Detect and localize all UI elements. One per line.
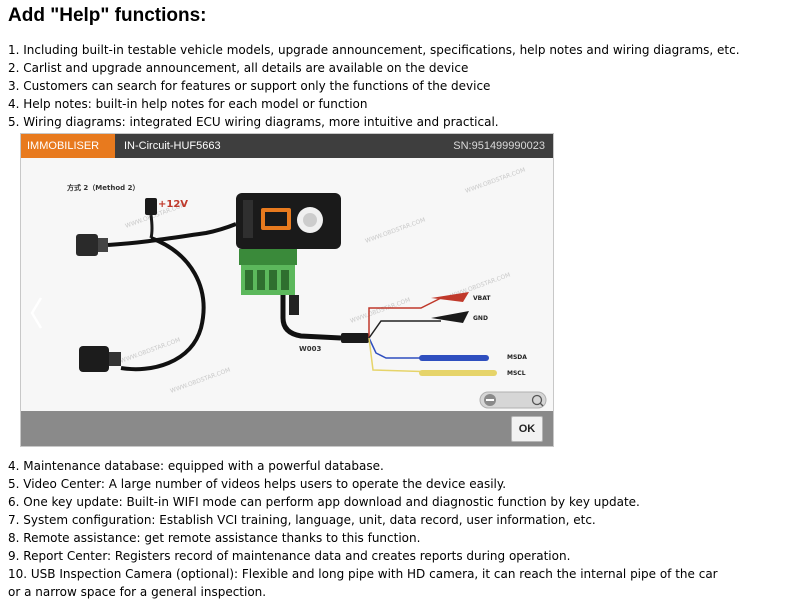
tab-immobiliser[interactable]: IMMOBILISER xyxy=(21,134,115,158)
feature-list-top: 1. Including built-in testable vehicle m… xyxy=(8,41,740,131)
watermark: WWW.OBDSTAR.COM xyxy=(364,217,426,245)
list-item: 10. USB Inspection Camera (optional): Fl… xyxy=(8,567,718,599)
list-item: 3. Customers can search for features or … xyxy=(8,79,491,93)
feature-list-bottom: 4. Maintenance database: equipped with a… xyxy=(8,457,728,601)
device-header-bar: IMMOBILISER IN-Circuit-HUF5663 SN:951499… xyxy=(21,134,553,158)
list-item: 2. Carlist and upgrade announcement, all… xyxy=(8,61,469,75)
black-clip-icon xyxy=(431,311,469,323)
list-item: 1. Including built-in testable vehicle m… xyxy=(8,43,740,57)
red-clip-icon xyxy=(431,292,469,302)
power-plug-icon xyxy=(145,198,157,215)
list-item: 5. Wiring diagrams: integrated ECU wirin… xyxy=(8,115,499,129)
list-item: 4. Help notes: built-in help notes for e… xyxy=(8,97,368,111)
wire-label-mscl: MSCL xyxy=(507,370,526,377)
list-item: 9. Report Center: Registers record of ma… xyxy=(8,549,571,563)
wire-label-vbat: VBAT xyxy=(473,295,491,302)
voltage-label: +12V xyxy=(158,199,188,210)
blue-probe-icon xyxy=(419,355,489,361)
watermark: WWW.OBDSTAR.COM xyxy=(464,167,526,195)
wire-label-gnd: GND xyxy=(473,315,488,322)
list-item: 6. One key update: Built-in WIFI mode ca… xyxy=(8,495,640,509)
yellow-probe-icon xyxy=(419,370,497,376)
method-label: 方式 2（Method 2） xyxy=(67,183,139,192)
serial-number: SN:951499990023 xyxy=(453,140,545,152)
list-item: 7. System configuration: Establish VCI t… xyxy=(8,513,596,527)
zoom-control[interactable] xyxy=(479,391,547,409)
obd-connector-icon xyxy=(76,234,98,256)
module-name: IN-Circuit-HUF5663 xyxy=(124,140,221,152)
list-item: 5. Video Center: A large number of video… xyxy=(8,477,507,491)
adapter-board-icon xyxy=(239,249,297,265)
list-item: 4. Maintenance database: equipped with a… xyxy=(8,459,384,473)
device-screenshot: IMMOBILISER IN-Circuit-HUF5663 SN:951499… xyxy=(20,133,554,447)
watermark: WWW.OBDSTAR.COM xyxy=(169,367,231,395)
zoom-in-icon[interactable] xyxy=(531,394,543,406)
ok-button[interactable]: OK xyxy=(511,416,543,442)
previous-arrow-icon[interactable] xyxy=(30,297,43,329)
wiring-diagram: WWW.OBDSTAR.COM WWW.OBDSTAR.COM WWW.OBDS… xyxy=(30,167,547,409)
device-footer-bar: OK xyxy=(21,411,553,446)
list-item: 8. Remote assistance: get remote assista… xyxy=(8,531,421,545)
obd-connector-icon xyxy=(79,346,109,372)
cable-label: W003 xyxy=(299,345,321,353)
page-heading: Add "Help" functions: xyxy=(8,5,207,26)
wire-label-msda: MSDA xyxy=(507,354,527,361)
